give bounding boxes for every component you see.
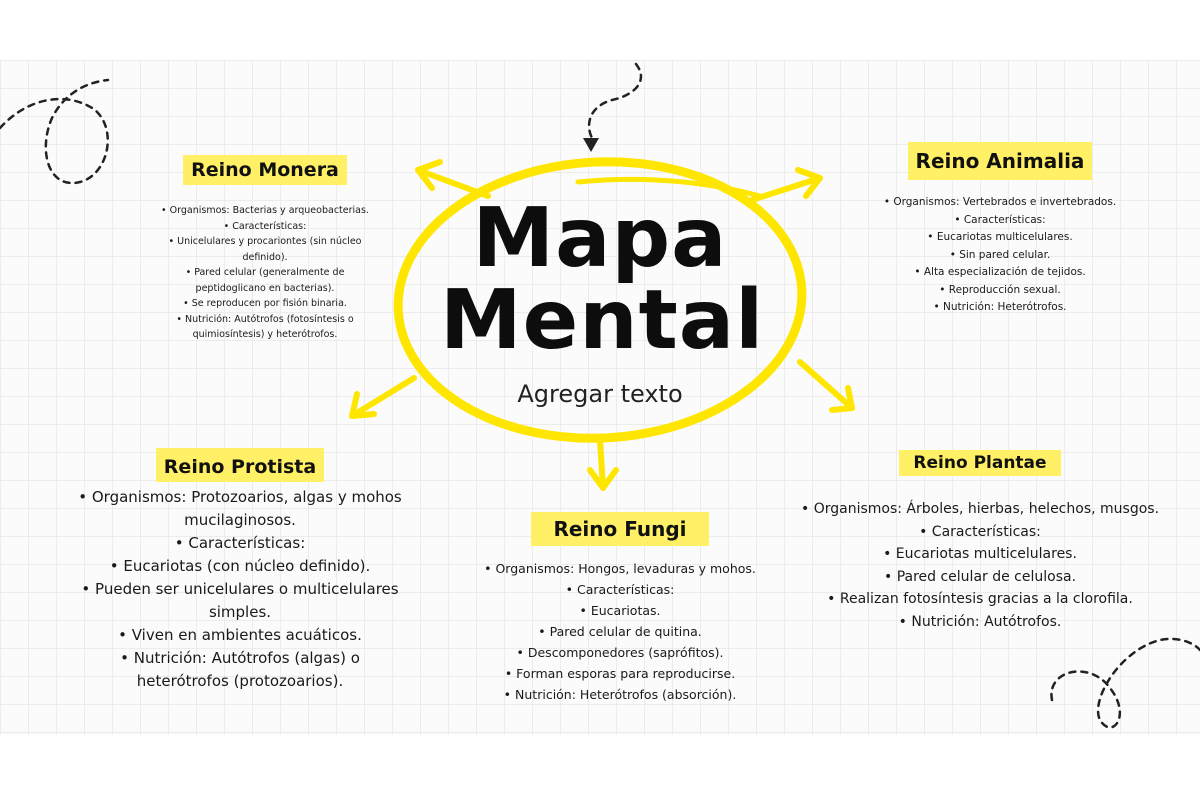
list-item: Eucariotas. [440,600,800,621]
node-list: Organismos: Árboles, hierbas, helechos, … [770,498,1190,633]
list-item: Características: [840,212,1160,230]
list-item: Organismos: Árboles, hierbas, helechos, … [770,498,1190,521]
list-item: Características: [100,219,430,235]
list-item: Descomponedores (saprófitos). [440,642,800,663]
node-list: Organismos: Bacterias y arqueobacterias.… [100,203,430,343]
list-item: Nutrición: Autótrofos (algas) o [50,647,430,670]
list-item: Organismos: Hongos, levaduras y mohos. [440,558,800,579]
list-item: peptidoglicano en bacterias). [195,282,335,294]
list-item: Características: [770,521,1190,544]
list-item: Eucariotas (con núcleo definido). [50,555,430,578]
list-item: Pared celular de celulosa. [770,566,1190,589]
node-reino-fungi: Reino Fungi Organismos: Hongos, levadura… [440,512,800,705]
list-item: Sin pared celular. [840,247,1160,265]
list-item: Nutrición: Autótrofos. [770,611,1190,634]
list-item: mucilaginosos. [184,511,296,529]
list-item: Nutrición: Heterótrofos (absorción). [440,684,800,705]
node-title: Reino Fungi [531,512,709,546]
node-list: Organismos: Protozoarios, algas y mohos … [50,486,430,693]
list-item: Se reproducen por fisión binaria. [100,296,430,312]
node-title: Reino Plantae [899,450,1061,476]
list-item: Eucariotas multicelulares. [840,229,1160,247]
list-item: Características: [440,579,800,600]
node-title: Reino Animalia [907,142,1093,180]
list-item: Pared celular (generalmente de [100,265,430,281]
list-item: heterótrofos (protozoarios). [136,672,344,690]
list-item: definido). [242,251,288,263]
node-list: Organismos: Vertebrados e invertebrados.… [840,194,1160,317]
node-list: Organismos: Hongos, levaduras y mohos. C… [440,558,800,705]
list-item: Nutrición: Autótrofos (fotosíntesis o [100,312,430,328]
title-line-2: Mental [440,273,765,368]
list-item: Nutrición: Heterótrofos. [840,299,1160,317]
list-item: Organismos: Vertebrados e invertebrados. [840,194,1160,212]
node-reino-protista: Reino Protista Organismos: Protozoarios,… [50,448,430,693]
list-item: Características: [50,532,430,555]
list-item: Organismos: Protozoarios, algas y mohos [50,486,430,509]
list-item: Unicelulares y procariontes (sin núcleo [100,234,430,250]
node-title: Reino Protista [155,448,325,482]
mind-map-subtitle: Agregar texto [517,380,683,408]
node-title: Reino Monera [183,155,347,185]
list-item: Alta especialización de tejidos. [840,264,1160,282]
list-item: Pueden ser unicelulares o multicelulares [50,578,430,601]
list-item: simples. [208,603,272,621]
list-item: quimiosíntesis) y heterótrofos. [192,329,338,340]
list-item: Pared celular de quitina. [440,621,800,642]
list-item: Realizan fotosíntesis gracias a la cloro… [770,588,1190,611]
list-item: Forman esporas para reproducirse. [440,663,800,684]
list-item: Viven en ambientes acuáticos. [50,624,430,647]
list-item: Organismos: Bacterias y arqueobacterias. [100,203,430,219]
list-item: Reproducción sexual. [840,282,1160,300]
node-reino-animalia: Reino Animalia Organismos: Vertebrados e… [840,142,1160,317]
list-item: Eucariotas multicelulares. [770,543,1190,566]
title-line-1: Mapa [472,191,728,286]
node-reino-monera: Reino Monera Organismos: Bacterias y arq… [100,155,430,343]
node-reino-plantae: Reino Plantae Organismos: Árboles, hierb… [770,450,1190,633]
mind-map-title: Mapa Mental [440,191,765,368]
